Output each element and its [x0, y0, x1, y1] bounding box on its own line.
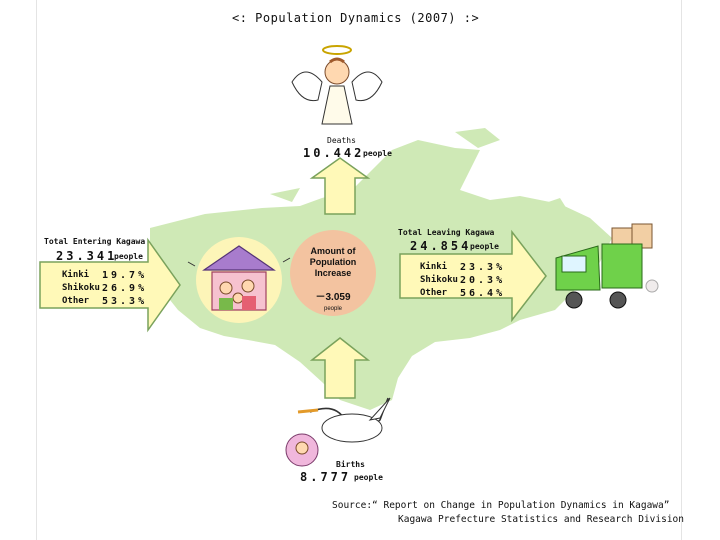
center-line2: Population: [309, 257, 357, 267]
source-line1: Source:“ Report on Change in Population …: [332, 500, 670, 511]
house-family-icon: [187, 237, 291, 323]
births-label: Births: [336, 460, 365, 469]
entering-region: Kinki: [62, 270, 90, 280]
arrow-right-entering: [39, 237, 181, 333]
angel-icon: [291, 45, 383, 125]
page-title: <: Population Dynamics (2007) :>: [232, 11, 480, 25]
entering-label: Total Entering Kagawa: [44, 237, 146, 246]
center-unit: people: [323, 306, 343, 312]
leaving-label: Total Leaving Kagawa: [398, 228, 495, 237]
leaving-region: Other: [420, 288, 448, 298]
births-value: 8.777: [300, 470, 352, 484]
births-unit: people: [354, 473, 383, 482]
leaving-pct: 23.3%: [460, 262, 506, 273]
entering-region: Shikoku: [62, 283, 100, 293]
stork-baby-icon: [285, 397, 391, 467]
island-2: [270, 188, 300, 202]
leaving-pct: 20.3%: [460, 275, 506, 286]
center-line1: Amount of: [310, 246, 356, 256]
moving-truck-icon: [555, 223, 659, 309]
entering-pct: 53.3%: [102, 296, 148, 307]
kagawa-map: [150, 140, 612, 410]
entering-region: Other: [62, 296, 90, 306]
entering-pct: 26.9%: [102, 283, 148, 294]
entering-pct: 19.7%: [102, 270, 148, 281]
deaths-unit: people: [363, 149, 392, 158]
island-3: [525, 198, 570, 222]
leaving-unit: people: [470, 242, 499, 251]
center-value: －3.059: [315, 292, 351, 303]
source-line2: Kagawa Prefecture Statistics and Researc…: [398, 514, 684, 525]
entering-value: 23.341: [56, 249, 118, 263]
leaving-region: Shikoku: [420, 275, 458, 285]
deaths-label: Deaths: [327, 136, 356, 145]
leaving-value: 24.854: [410, 239, 472, 253]
arrow-up-births: [309, 337, 371, 399]
arrow-up-deaths: [309, 157, 371, 215]
leaving-region: Kinki: [420, 262, 448, 272]
arrow-right-leaving: [399, 229, 547, 323]
leaving-pct: 56.4%: [460, 288, 506, 299]
island-1: [455, 128, 500, 148]
center-line3: Increase: [314, 268, 352, 278]
deaths-value: 10.442: [303, 146, 365, 160]
population-increase-circle: Amount of Population Increase －3.059 peo…: [290, 230, 376, 316]
entering-unit: people: [114, 252, 143, 261]
